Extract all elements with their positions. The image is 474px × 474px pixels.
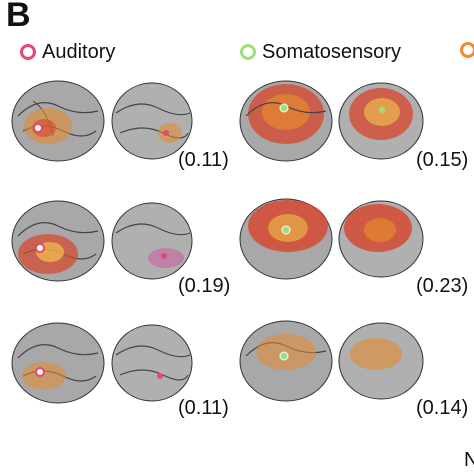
value-label: (0.15) bbox=[416, 149, 469, 171]
brain-auditory-row2-lateral bbox=[11, 200, 105, 282]
value-label: (0.14) bbox=[416, 397, 469, 419]
brain-auditory-row1-lateral bbox=[11, 80, 105, 162]
brain-somatosensory-row2-lateral bbox=[239, 198, 333, 280]
brain-somatosensory-row3-medial bbox=[338, 322, 424, 400]
edge-glyph: N bbox=[464, 449, 474, 471]
value-label: (0.23) bbox=[416, 275, 469, 297]
legend-auditory: Auditory bbox=[20, 42, 115, 62]
brain-auditory-row2-medial bbox=[111, 202, 193, 280]
value-label: (0.11) bbox=[178, 149, 229, 171]
value-label: (0.19) bbox=[178, 275, 231, 297]
brain-auditory-row3-medial bbox=[111, 324, 193, 402]
third-marker-icon bbox=[460, 42, 474, 58]
panel-letter: B bbox=[6, 0, 31, 34]
legend-third bbox=[460, 42, 474, 58]
brain-auditory-row1-medial bbox=[111, 82, 193, 160]
legend-somatosensory-label: Somatosensory bbox=[262, 41, 401, 63]
brain-somatosensory-row2-medial bbox=[338, 200, 424, 278]
brain-auditory-row3-lateral bbox=[11, 322, 105, 404]
legend-somatosensory: Somatosensory bbox=[240, 42, 401, 62]
brain-somatosensory-row1-lateral bbox=[239, 80, 333, 162]
value-label: (0.11) bbox=[178, 397, 229, 419]
brain-somatosensory-row3-lateral bbox=[239, 320, 333, 402]
legend-auditory-label: Auditory bbox=[42, 41, 116, 63]
brain-somatosensory-row1-medial bbox=[338, 82, 424, 160]
auditory-marker-icon bbox=[20, 44, 36, 60]
somatosensory-marker-icon bbox=[240, 44, 256, 60]
